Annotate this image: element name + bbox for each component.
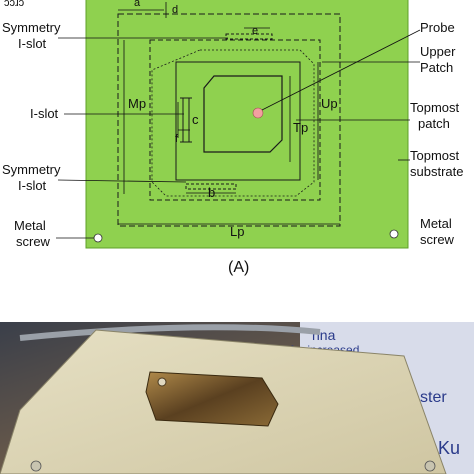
dim-up-label: Up [321, 96, 338, 111]
topmost-patch-outline [151, 49, 315, 197]
dim-e-label: e [252, 25, 258, 37]
second-dashed-square [149, 39, 321, 201]
label-upper-patch-2: Patch [420, 60, 453, 75]
photo-text-3: ster [420, 389, 447, 406]
label-symmetry-islot-top-1: Symmetry [2, 20, 61, 35]
label-metal-screw-right-2: screw [420, 232, 455, 247]
topmost-substrate-board [85, 0, 409, 249]
dim-d-label: d [172, 4, 178, 16]
dim-a-label: a [134, 0, 141, 9]
metal-screw-right [389, 229, 399, 239]
upper-patch [203, 75, 283, 153]
cropped-top-text: ɔɔɹɔ [4, 0, 25, 9]
photo-screw-right [424, 460, 436, 472]
metal-screw-left [93, 233, 103, 243]
label-topmost-substrate-1: Topmost [410, 148, 460, 163]
dim-lp-label: Lp [230, 224, 244, 239]
leader-probe [261, 29, 421, 111]
label-metal-screw-right-1: Metal [420, 216, 452, 231]
inner-frame [175, 61, 301, 181]
dim-mp-label: Mp [128, 96, 146, 111]
photo-cable [19, 324, 321, 341]
label-metal-screw-left-1: Metal [14, 218, 46, 233]
outer-dashed-square [117, 13, 341, 227]
dim-tp-label: Tp [293, 120, 308, 135]
symmetry-islot-bottom [185, 183, 237, 190]
dim-c-label: c [192, 112, 199, 127]
symmetry-islot-top [225, 33, 273, 40]
label-topmost-substrate-2: substrate [410, 164, 463, 179]
label-islot: I-slot [30, 106, 59, 121]
leader-symmetry-islot-bottom [57, 179, 187, 183]
label-metal-screw-left-2: screw [16, 234, 51, 249]
photo-screw-left [30, 460, 42, 472]
label-symmetry-islot-bottom-1: Symmetry [2, 162, 61, 177]
label-topmost-patch-2: patch [418, 116, 450, 131]
label-probe: Probe [420, 20, 455, 35]
probe-point [252, 107, 264, 119]
photo-patch [145, 371, 279, 427]
dim-b-label: b [208, 185, 215, 200]
dim-f-label: f [175, 133, 179, 145]
label-symmetry-islot-top-2: I-slot [18, 36, 47, 51]
label-symmetry-islot-bottom-2: I-slot [18, 178, 47, 193]
label-upper-patch-1: Upper [420, 44, 456, 59]
figure-caption: (A) [228, 259, 249, 276]
photo-probe-screw [157, 377, 167, 387]
label-topmost-patch-1: Topmost [410, 100, 460, 115]
